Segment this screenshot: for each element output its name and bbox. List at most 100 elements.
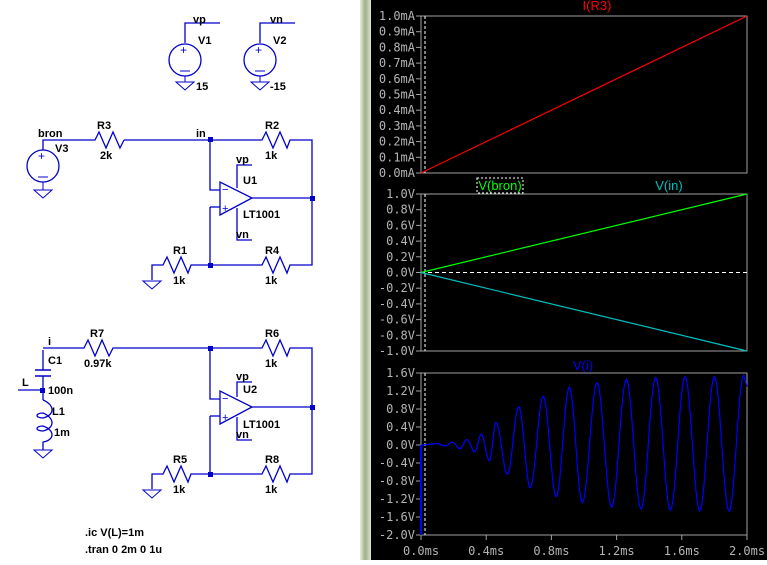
legend-vin[interactable]: V(in) bbox=[655, 178, 682, 193]
svg-text:+: + bbox=[38, 149, 45, 163]
c1-ref: C1 bbox=[48, 355, 62, 367]
y-tick-label: 0.8V bbox=[386, 402, 415, 416]
u1-vp-label: vp bbox=[236, 154, 249, 166]
legend-selection-box bbox=[476, 177, 524, 194]
svg-text:−: − bbox=[222, 184, 228, 196]
y-tick-label: 0.6V bbox=[386, 218, 415, 232]
r4-ref: R4 bbox=[265, 245, 280, 257]
y-tick-label: 0.9mA bbox=[379, 25, 416, 39]
x-tick-label: 1.6ms bbox=[664, 544, 700, 558]
trace-vin bbox=[420, 271, 748, 352]
net-label-bron: bron bbox=[38, 128, 63, 140]
y-tick-label: -0.8V bbox=[379, 328, 415, 342]
r2-value: 1k bbox=[265, 150, 278, 162]
y-tick-label: 0.4V bbox=[386, 234, 415, 248]
circuit-2: i C1 100n L L1 1m R7 0.97k R6 1k − + vp … bbox=[18, 328, 315, 499]
u2-vn-label: vn bbox=[236, 429, 249, 441]
y-tick-label: -0.4V bbox=[379, 456, 415, 470]
v1-value: 15 bbox=[196, 81, 208, 93]
y-tick-label: 0.0V bbox=[386, 266, 415, 280]
u1-ref: U1 bbox=[243, 175, 257, 187]
x-tick-label: 1.2ms bbox=[599, 544, 635, 558]
y-tick-label: 0.5mA bbox=[379, 88, 416, 102]
y-tick-label: -1.2V bbox=[379, 492, 415, 506]
r1-value: 1k bbox=[173, 275, 186, 287]
legend-vbron[interactable]: V(bron) bbox=[478, 178, 521, 193]
y-tick-label: 0.3mA bbox=[379, 119, 416, 133]
x-tick-label: 0.4ms bbox=[468, 544, 504, 558]
net-label-vn: vn bbox=[270, 14, 283, 26]
voltage-source-v3[interactable]: + bbox=[26, 149, 60, 199]
y-tick-label: -0.6V bbox=[379, 313, 415, 327]
svg-text:+: + bbox=[255, 43, 262, 57]
net-label-i: i bbox=[48, 336, 51, 348]
svg-text:+: + bbox=[222, 203, 228, 215]
y-tick-label: 0.1mA bbox=[379, 150, 416, 164]
y-tick-label: 1.6V bbox=[386, 366, 415, 380]
directive-tran[interactable]: .tran 0 2m 0 1u bbox=[85, 544, 162, 556]
x-tick-label: 0.0ms bbox=[403, 544, 439, 558]
pane-splitter[interactable] bbox=[360, 0, 371, 560]
u1-model: LT1001 bbox=[243, 209, 280, 221]
v3-ref: V3 bbox=[55, 143, 68, 155]
y-tick-label: 1.0V bbox=[386, 187, 415, 201]
x-tick-label: 2.0ms bbox=[729, 544, 765, 558]
plot3-title[interactable]: V(i) bbox=[573, 358, 593, 373]
y-tick-label: 1.0mA bbox=[379, 9, 416, 23]
x-tick-label: 0.8ms bbox=[533, 544, 569, 558]
r3-ref: R3 bbox=[97, 120, 111, 132]
y-tick-label: 0.8V bbox=[386, 203, 415, 217]
r7-value: 0.97k bbox=[84, 358, 112, 370]
plot1-title[interactable]: I(R3) bbox=[583, 0, 612, 13]
y-tick-label: 0.7mA bbox=[379, 56, 416, 70]
trace-vi bbox=[420, 373, 748, 513]
svg-text:+: + bbox=[222, 412, 228, 424]
c1-value: 100n bbox=[48, 385, 73, 397]
y-tick-label: -0.4V bbox=[379, 297, 415, 311]
y-tick-label: 0.0mA bbox=[379, 166, 416, 180]
r5-value: 1k bbox=[173, 484, 186, 496]
schematic-editor[interactable]: + vp V1 15 + vn V2 -15 bron V3 + R3 2k bbox=[0, 0, 360, 560]
r5-ref: R5 bbox=[173, 454, 187, 466]
u2-model: LT1001 bbox=[243, 419, 280, 431]
v1-ref: V1 bbox=[198, 35, 211, 47]
r2-ref: R2 bbox=[265, 120, 279, 132]
y-tick-label: 0.0V bbox=[386, 438, 415, 452]
directive-ic[interactable]: .ic V(L)=1m bbox=[85, 527, 144, 539]
u2-ref: U2 bbox=[243, 384, 257, 396]
r7-ref: R7 bbox=[90, 328, 104, 340]
y-tick-label: 0.4mA bbox=[379, 103, 416, 117]
svg-text:+: + bbox=[180, 43, 187, 57]
r8-value: 1k bbox=[265, 484, 278, 496]
y-tick-label: 0.8mA bbox=[379, 40, 416, 54]
y-tick-label: -1.6V bbox=[379, 510, 415, 524]
r3-value: 2k bbox=[100, 150, 113, 162]
y-tick-label: -0.8V bbox=[379, 474, 415, 488]
y-tick-label: 0.6mA bbox=[379, 72, 416, 86]
circuit-1: bron V3 + R3 2k in R2 1k − + vp vn U1 LT… bbox=[26, 120, 315, 290]
voltage-source-v1[interactable]: + vp V1 15 bbox=[168, 14, 220, 93]
r8-ref: R8 bbox=[265, 454, 279, 466]
net-label-in: in bbox=[196, 128, 206, 140]
r4-value: 1k bbox=[265, 275, 278, 287]
net-label-vp: vp bbox=[193, 14, 206, 26]
svg-text:−: − bbox=[222, 393, 228, 405]
u2-vp-label: vp bbox=[236, 371, 249, 383]
r6-value: 1k bbox=[265, 358, 278, 370]
l1-ref: L1 bbox=[52, 406, 65, 418]
y-tick-label: 0.4V bbox=[386, 420, 415, 434]
voltage-source-v2[interactable]: + vn V2 -15 bbox=[243, 14, 295, 93]
net-label-l: L bbox=[22, 377, 29, 389]
v2-ref: V2 bbox=[273, 35, 286, 47]
y-tick-label: -0.2V bbox=[379, 281, 415, 295]
schematic-canvas[interactable]: + vp V1 15 + vn V2 -15 bron V3 + R3 2k bbox=[0, 0, 360, 560]
y-tick-label: -2.0V bbox=[379, 528, 415, 542]
y-tick-label: 0.2mA bbox=[379, 135, 416, 149]
v2-value: -15 bbox=[270, 81, 286, 93]
r6-ref: R6 bbox=[265, 328, 279, 340]
y-tick-label: 1.2V bbox=[386, 384, 415, 398]
waveform-canvas[interactable]: I(R3) V(bron) V(in) V(i) 1.0mA 0.9mA0.8mA… bbox=[371, 0, 767, 560]
r1-ref: R1 bbox=[173, 245, 187, 257]
trace-vbron bbox=[420, 193, 748, 274]
